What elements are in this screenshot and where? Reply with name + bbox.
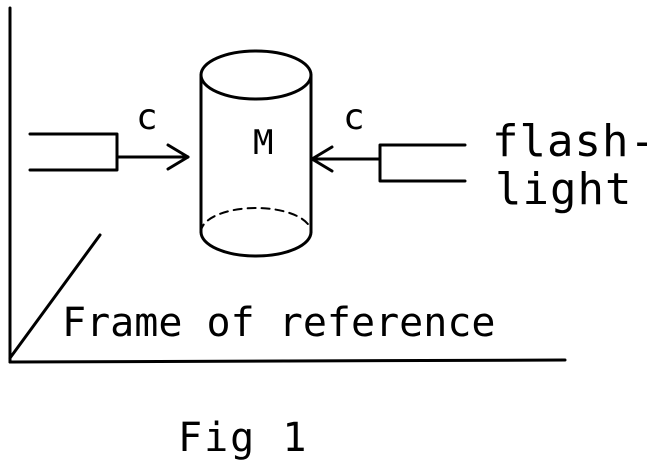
right-flashlight-body: [378, 143, 467, 183]
depth-axis: [8, 233, 102, 360]
frame-of-reference-label: Frame of reference: [62, 300, 496, 346]
left-speed-label: c: [136, 97, 158, 138]
flashlight-label-line2: light: [495, 164, 633, 215]
right-speed-label: c: [343, 97, 365, 138]
cylinder-top: [199, 49, 313, 101]
left-arrow-head: [166, 143, 190, 171]
horizontal-axis: [8, 358, 567, 364]
flashlight-label-line1: flash-: [492, 116, 647, 167]
figure-caption: Fig 1: [178, 415, 309, 461]
left-flashlight-body: [28, 132, 119, 172]
cylinder-bottom-back: [200, 207, 312, 233]
cylinder-bottom-front: [199, 230, 313, 258]
mass-label: M: [253, 123, 274, 163]
